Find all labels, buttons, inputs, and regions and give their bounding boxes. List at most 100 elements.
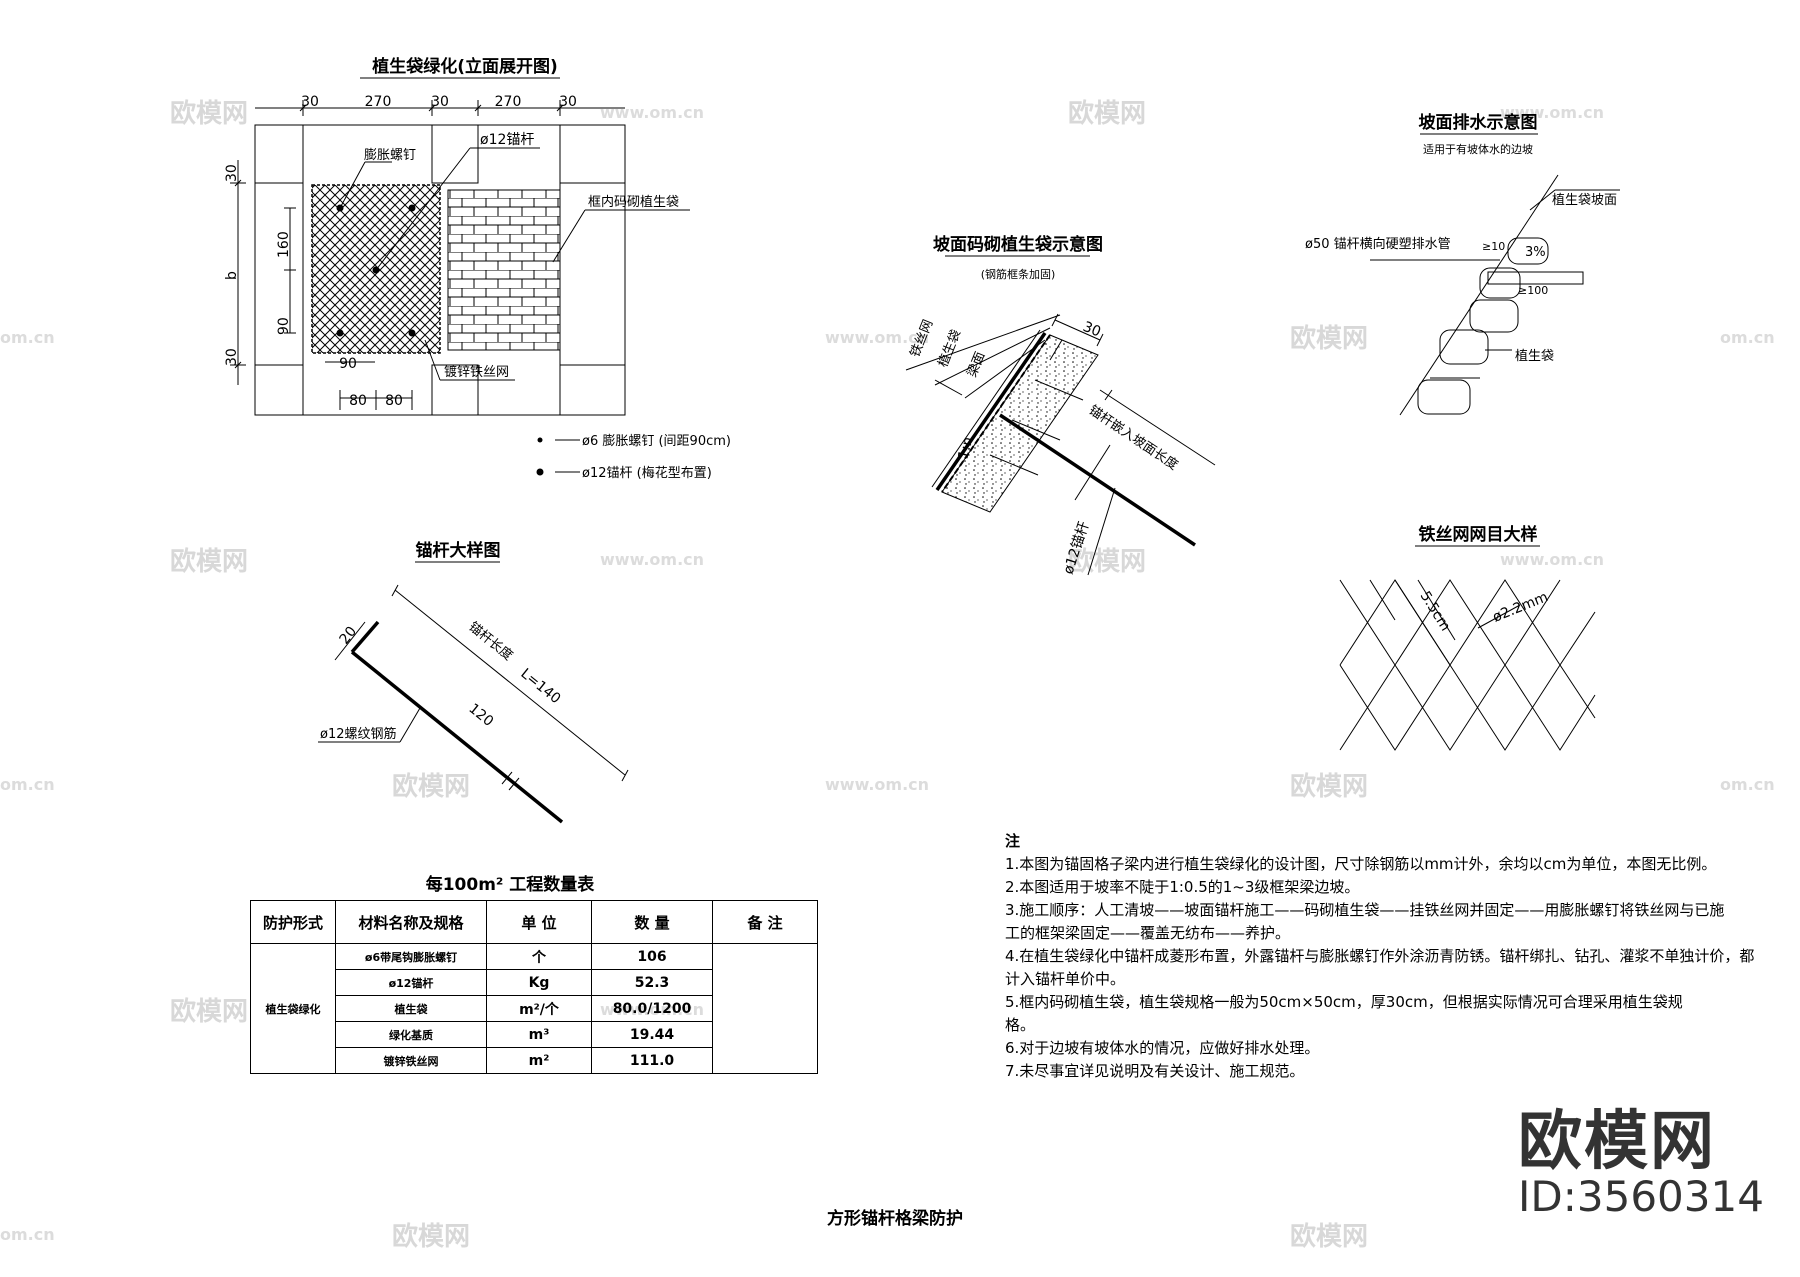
note-line: 3.施工顺序：人工清坡——坡面锚杆施工——码砌植生袋——挂铁丝网并固定——用膨胀… [1005, 901, 1725, 919]
legend-anchor: ø12锚杆 (梅花型布置) [582, 465, 712, 481]
note-line: 7.未尽事宜详见说明及有关设计、施工规范。 [1005, 1062, 1305, 1080]
elevation-title: 植生袋绿化(立面展开图) [372, 56, 558, 77]
drainage-subtitle: 适用于有坡体水的边坡 [1423, 142, 1533, 156]
dim-100: ≥100 [1518, 284, 1548, 297]
table-cell-name: 镀锌铁丝网 [335, 1047, 487, 1074]
watermark-site-short: om.cn [0, 328, 55, 347]
dim-top-4: 270 [495, 94, 522, 110]
watermark-brand: 欧模网 [392, 1221, 470, 1252]
drain-pipe [1487, 271, 1584, 285]
dim-left-90: 90 [276, 317, 292, 335]
table-cell-name: 绿化基质 [335, 1021, 487, 1048]
note-line: 格。 [1005, 1016, 1036, 1034]
dim-left-30a: 30 [224, 164, 240, 182]
dim-2-2mm: ø2.2mm [1491, 589, 1551, 626]
table-header: 防护形式 [250, 900, 336, 944]
label-rebar: ø12螺纹钢筋 [320, 726, 397, 742]
watermark-site: www.om.cn [825, 775, 929, 794]
note-line: 2.本图适用于坡率不陡于1:0.5的1~3级框架梁边坡。 [1005, 878, 1360, 896]
watermark-site-short: om.cn [1720, 328, 1775, 347]
dim-bottom-90: 90 [339, 356, 357, 372]
table-cell-unit: 个 [486, 943, 592, 970]
label-expansion-nail: 膨胀螺钉 [364, 148, 416, 163]
watermark-site: www.om.cn [600, 550, 704, 569]
dim-bottom-80b: 80 [385, 393, 403, 409]
mesh-title: 铁丝网网目大样 [1419, 524, 1538, 545]
anchor-title: 锚杆大样图 [416, 540, 501, 561]
table-header: 备 注 [712, 900, 818, 944]
dim-left-160: 160 [276, 231, 292, 258]
watermark-brand: 欧模网 [170, 996, 248, 1027]
watermark-site: www.om.cn [600, 103, 704, 122]
notes-block: 注 1.本图为锚固格子梁内进行植生袋绿化的设计图，尺寸除钢筋以mm计外，余均以c… [1005, 830, 1755, 1083]
slope-subtitle: (钢筋框条加固) [981, 267, 1056, 281]
watermark-site-short: om.cn [1720, 775, 1775, 794]
drainage-view: 坡面排水示意图 适用于有坡体水的边坡 植生袋坡面 ø50 锚杆横向硬塑排水管 ≥… [1305, 112, 1620, 416]
label-slope-bag: 植生袋 [936, 328, 965, 370]
quantity-table: 防护形式 材料名称及规格 单 位 数 量 备 注 植生袋绿化 ø6带尾钩膨胀螺钉… [250, 900, 818, 1074]
drainage-title: 坡面排水示意图 [1419, 112, 1538, 133]
notes-heading: 注 [1005, 832, 1021, 850]
label-ratio: 1:n [955, 435, 976, 461]
table-cell-name: ø6带尾钩膨胀螺钉 [335, 943, 487, 970]
label-anchor-length: 锚杆长度 [465, 619, 515, 664]
brand-logo: 欧模网 [1518, 1105, 1716, 1179]
label-slope-beam: 梁面 [965, 350, 989, 380]
note-line: 5.框内码砌植生袋，植生袋规格一般为50cm×50cm，厚30cm，但根据实际情… [1005, 993, 1683, 1011]
table-cell-name: ø12锚杆 [335, 969, 487, 996]
table-group-cell: 植生袋绿化 [250, 943, 336, 1074]
watermark-brand: 欧模网 [1290, 323, 1368, 354]
watermark-site-short: om.cn [0, 1225, 55, 1244]
dim-30: 30 [1081, 319, 1104, 341]
label-embed: 锚杆嵌入坡面长度 [1086, 402, 1181, 473]
table-cell-unit: Kg [486, 969, 592, 996]
table-header: 单 位 [486, 900, 592, 944]
dim-bottom-80a: 80 [349, 393, 367, 409]
table-header: 材料名称及规格 [335, 900, 487, 944]
note-line: 6.对于边坡有坡体水的情况，应做好排水处理。 [1005, 1039, 1320, 1057]
table-row: 绿化基质 m³ 19.44 [251, 1021, 818, 1048]
anchor-rod [350, 650, 564, 824]
table-cell-name: 植生袋 [335, 995, 487, 1022]
dim-left-30b: 30 [224, 348, 240, 366]
table-header: 数 量 [591, 900, 713, 944]
label-drain-pipe: ø50 锚杆横向硬塑排水管 [1305, 236, 1451, 252]
note-line: 4.在植生袋绿化中锚杆成菱形布置，外露锚杆与膨胀螺钉作外涂沥青防锈。锚杆绑扎、钻… [1005, 947, 1755, 965]
watermarks: 欧模网 欧模网 欧模网 欧模网 欧模网 欧模网 欧模网 欧模网 欧模网 欧模网 … [0, 98, 1775, 1252]
table-cell-qty: 80.0/1200 [591, 995, 713, 1022]
note-line: 工的框架梁固定——覆盖无纺布——养护。 [1005, 924, 1291, 942]
dim-top-3: 30 [431, 94, 449, 110]
watermark-brand: 欧模网 [1068, 98, 1146, 129]
legend-nail: ø6 膨胀螺钉 (间距90cm) [582, 434, 731, 449]
watermark-brand: 欧模网 [170, 546, 248, 577]
watermark-brand: 欧模网 [170, 98, 248, 129]
table-cell-unit: m²/个 [486, 995, 592, 1022]
table-cell-remark [712, 943, 818, 1074]
elevation-view: 植生袋绿化(立面展开图) 30 270 30 27 [224, 56, 731, 481]
table-row: 植生袋绿化 ø6带尾钩膨胀螺钉 个 106 [250, 943, 818, 1074]
dim-3: 3% [1525, 245, 1546, 260]
slope-bags-view: 坡面码砌植生袋示意图 (钢筋框条加固) 30 锚杆嵌入坡面长度 1:n 铁丝网 … [905, 234, 1216, 576]
watermark-brand: 欧模网 [1068, 546, 1146, 577]
dim-top-1: 30 [301, 94, 319, 110]
table-cell-qty: 19.44 [591, 1021, 713, 1048]
watermark-brand: 欧模网 [1290, 1221, 1368, 1252]
anchor-detail: 锚杆大样图 20 锚杆长度 L=140 120 ø12螺纹钢筋 [318, 540, 629, 824]
table-cell-qty: 106 [591, 943, 713, 970]
table-cell-unit: m² [486, 1047, 592, 1074]
brick-panel [447, 189, 561, 351]
table-title: 每100m² 工程数量表 [426, 874, 596, 895]
watermark-site: www.om.cn [825, 328, 929, 347]
watermark-brand: 欧模网 [1290, 771, 1368, 802]
watermark-site: www.om.cn [1500, 103, 1604, 122]
dim-left-b: b [224, 271, 240, 280]
drawing-title: 方形锚杆格梁防护 [827, 1208, 963, 1229]
label-drain-slope: 植生袋坡面 [1552, 193, 1617, 208]
note-line: 1.本图为锚固格子梁内进行植生袋绿化的设计图，尺寸除钢筋以mm计外，余均以cm为… [1005, 855, 1717, 873]
dim-top-2: 270 [365, 94, 392, 110]
slope-anchor-rod [999, 413, 1196, 547]
brand-id: ID:3560314 [1518, 1172, 1764, 1221]
label-anchor: ø12锚杆 [480, 132, 534, 148]
watermark-site-short: om.cn [0, 775, 55, 794]
